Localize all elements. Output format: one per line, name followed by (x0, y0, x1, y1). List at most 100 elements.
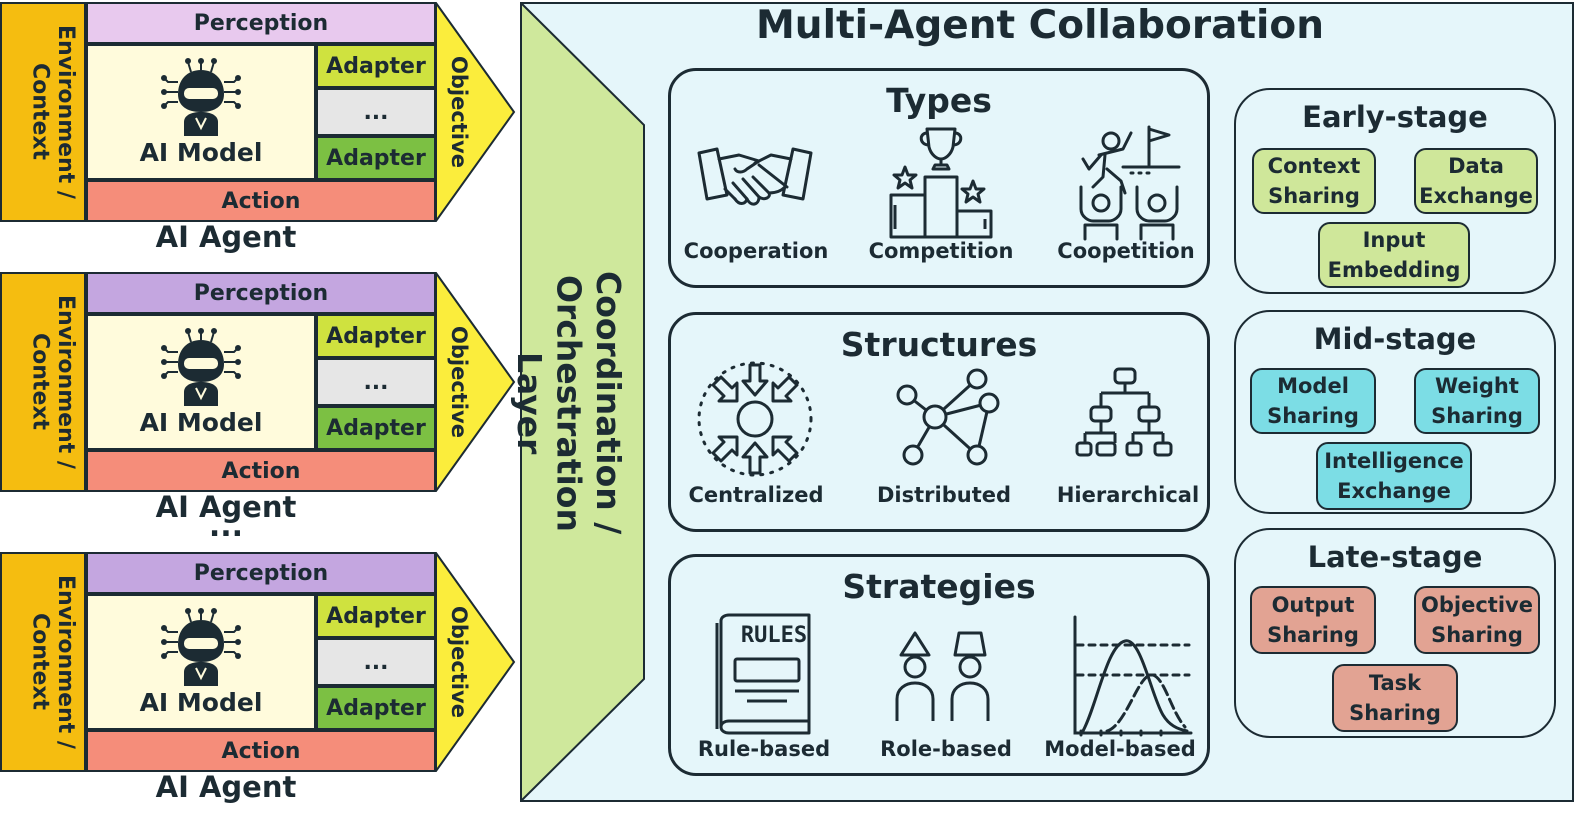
structures-title: Structures (840, 325, 1038, 364)
rules-word: RULES (740, 623, 808, 648)
mid-stage-title: Mid-stage (1313, 322, 1477, 356)
objective-label: Objective (447, 606, 472, 718)
late-stage-title: Late-stage (1307, 540, 1483, 574)
environment-label: Environment / Context (27, 25, 78, 199)
perception-bar: Perception (86, 552, 436, 594)
agents-ellipsis: ... (208, 509, 244, 544)
adapter-top-label: Adapter (326, 603, 426, 629)
ai-model-box: AI Model (86, 594, 316, 730)
perception-bar: Perception (86, 272, 436, 314)
adapter-bottom-label: Adapter (326, 415, 426, 441)
adapter-ellipsis-label: ... (363, 369, 389, 395)
coordination-layer-label: Coordination / Orchestration Layer (509, 271, 628, 535)
agent-block-1: Environment / Context Perception AI Mode… (0, 0, 520, 260)
adapter-ellipsis: ... (316, 88, 436, 136)
adapter-ellipsis: ... (316, 638, 436, 686)
agent-title: AI Agent (155, 770, 297, 804)
structure-hierarchical-label: Hierarchical (1056, 483, 1200, 507)
agent-block-2: Environment / Context Perception AI Mode… (0, 270, 520, 530)
action-bar: Action (86, 730, 436, 772)
adapter-top: Adapter (316, 314, 436, 358)
type-cooperation-label: Cooperation (683, 239, 829, 263)
environment-context-bar: Environment / Context (0, 552, 86, 772)
adapter-ellipsis-label: ... (363, 99, 389, 125)
strategy-role-based-label: Role-based (880, 737, 1012, 761)
adapter-bottom: Adapter (316, 686, 436, 730)
adapter-top-label: Adapter (326, 323, 426, 349)
ai-model-box: AI Model (86, 44, 316, 180)
action-label: Action (221, 188, 301, 214)
adapter-ellipsis-label: ... (363, 649, 389, 675)
strategy-rule-based-label: Rule-based (697, 737, 831, 761)
objective-label: Objective (447, 56, 472, 168)
rulebook-icon (715, 613, 811, 735)
weight-sharing-pill: Weight Sharing (1414, 368, 1540, 434)
strategy-model-based-label: Model-based (1044, 737, 1196, 761)
network-nodes-icon (896, 368, 1000, 466)
strategies-card: Strategies RULES Rule-based Role-based (668, 554, 1210, 776)
adapter-bottom: Adapter (316, 406, 436, 450)
team-climb-flag-icon (1079, 125, 1181, 241)
adapter-top: Adapter (316, 44, 436, 88)
objective-sharing-pill: Objective Sharing (1414, 586, 1540, 654)
org-chart-icon (1075, 367, 1173, 457)
perception-label: Perception (193, 560, 329, 586)
coordination-layer-shape (520, 2, 645, 802)
structures-card: Structures Centralized Distributed (668, 312, 1210, 532)
data-exchange-pill: Data Exchange (1414, 148, 1538, 214)
role-figures-icon (895, 631, 990, 721)
environment-label: Environment / Context (27, 295, 78, 469)
ai-model-label: AI Model (139, 688, 263, 717)
adapter-top-label: Adapter (326, 53, 426, 79)
perception-label: Perception (193, 10, 329, 36)
distribution-curves-icon (1073, 615, 1193, 737)
context-sharing-pill: Context Sharing (1252, 148, 1376, 214)
objective-arrow (435, 2, 516, 222)
input-embedding-pill: Input Embedding (1318, 222, 1470, 288)
environment-context-bar: Environment / Context (0, 272, 86, 492)
perception-label: Perception (193, 280, 329, 306)
structure-distributed-label: Distributed (876, 483, 1012, 507)
handshake-icon (697, 147, 813, 206)
perception-bar: Perception (86, 2, 436, 44)
main-title: Multi-Agent Collaboration (756, 3, 1324, 48)
adapter-ellipsis: ... (316, 358, 436, 406)
objective-arrow (435, 272, 516, 492)
type-coopetition-label: Coopetition (1057, 239, 1195, 263)
late-stage-panel: Late-stage Output Sharing Objective Shar… (1234, 528, 1556, 738)
ai-model-label: AI Model (139, 408, 263, 437)
action-bar: Action (86, 180, 436, 222)
adapter-bottom-label: Adapter (326, 695, 426, 721)
action-label: Action (221, 738, 301, 764)
ai-model-box: AI Model (86, 314, 316, 450)
early-stage-title: Early-stage (1302, 100, 1488, 134)
early-stage-panel: Early-stage Context Sharing Data Exchang… (1234, 88, 1556, 294)
action-bar: Action (86, 450, 436, 492)
adapter-bottom: Adapter (316, 136, 436, 180)
environment-context-bar: Environment / Context (0, 2, 86, 222)
task-sharing-pill: Task Sharing (1332, 664, 1458, 732)
strategies-title: Strategies (842, 567, 1036, 606)
podium-trophy-icon (889, 127, 993, 239)
agent-block-3: Environment / Context Perception AI Mode… (0, 550, 520, 812)
objective-arrow (435, 552, 516, 772)
ai-model-label: AI Model (139, 138, 263, 167)
robot-icon (161, 58, 241, 136)
adapter-top: Adapter (316, 594, 436, 638)
mid-stage-panel: Mid-stage Model Sharing Weight Sharing I… (1234, 310, 1556, 514)
environment-label: Environment / Context (27, 575, 78, 749)
intelligence-exchange-pill: Intelligence Exchange (1316, 442, 1472, 510)
model-sharing-pill: Model Sharing (1250, 368, 1376, 434)
robot-icon (161, 328, 241, 406)
robot-icon (161, 608, 241, 686)
structure-centralized-label: Centralized (688, 483, 824, 507)
adapter-bottom-label: Adapter (326, 145, 426, 171)
types-title: Types (886, 81, 992, 120)
type-competition-label: Competition (868, 239, 1014, 263)
types-card: Types Cooperation Competition (668, 68, 1210, 288)
output-sharing-pill: Output Sharing (1250, 586, 1376, 654)
agent-title: AI Agent (155, 490, 297, 524)
objective-label: Objective (447, 326, 472, 438)
converging-arrows-icon (697, 361, 813, 477)
action-label: Action (221, 458, 301, 484)
